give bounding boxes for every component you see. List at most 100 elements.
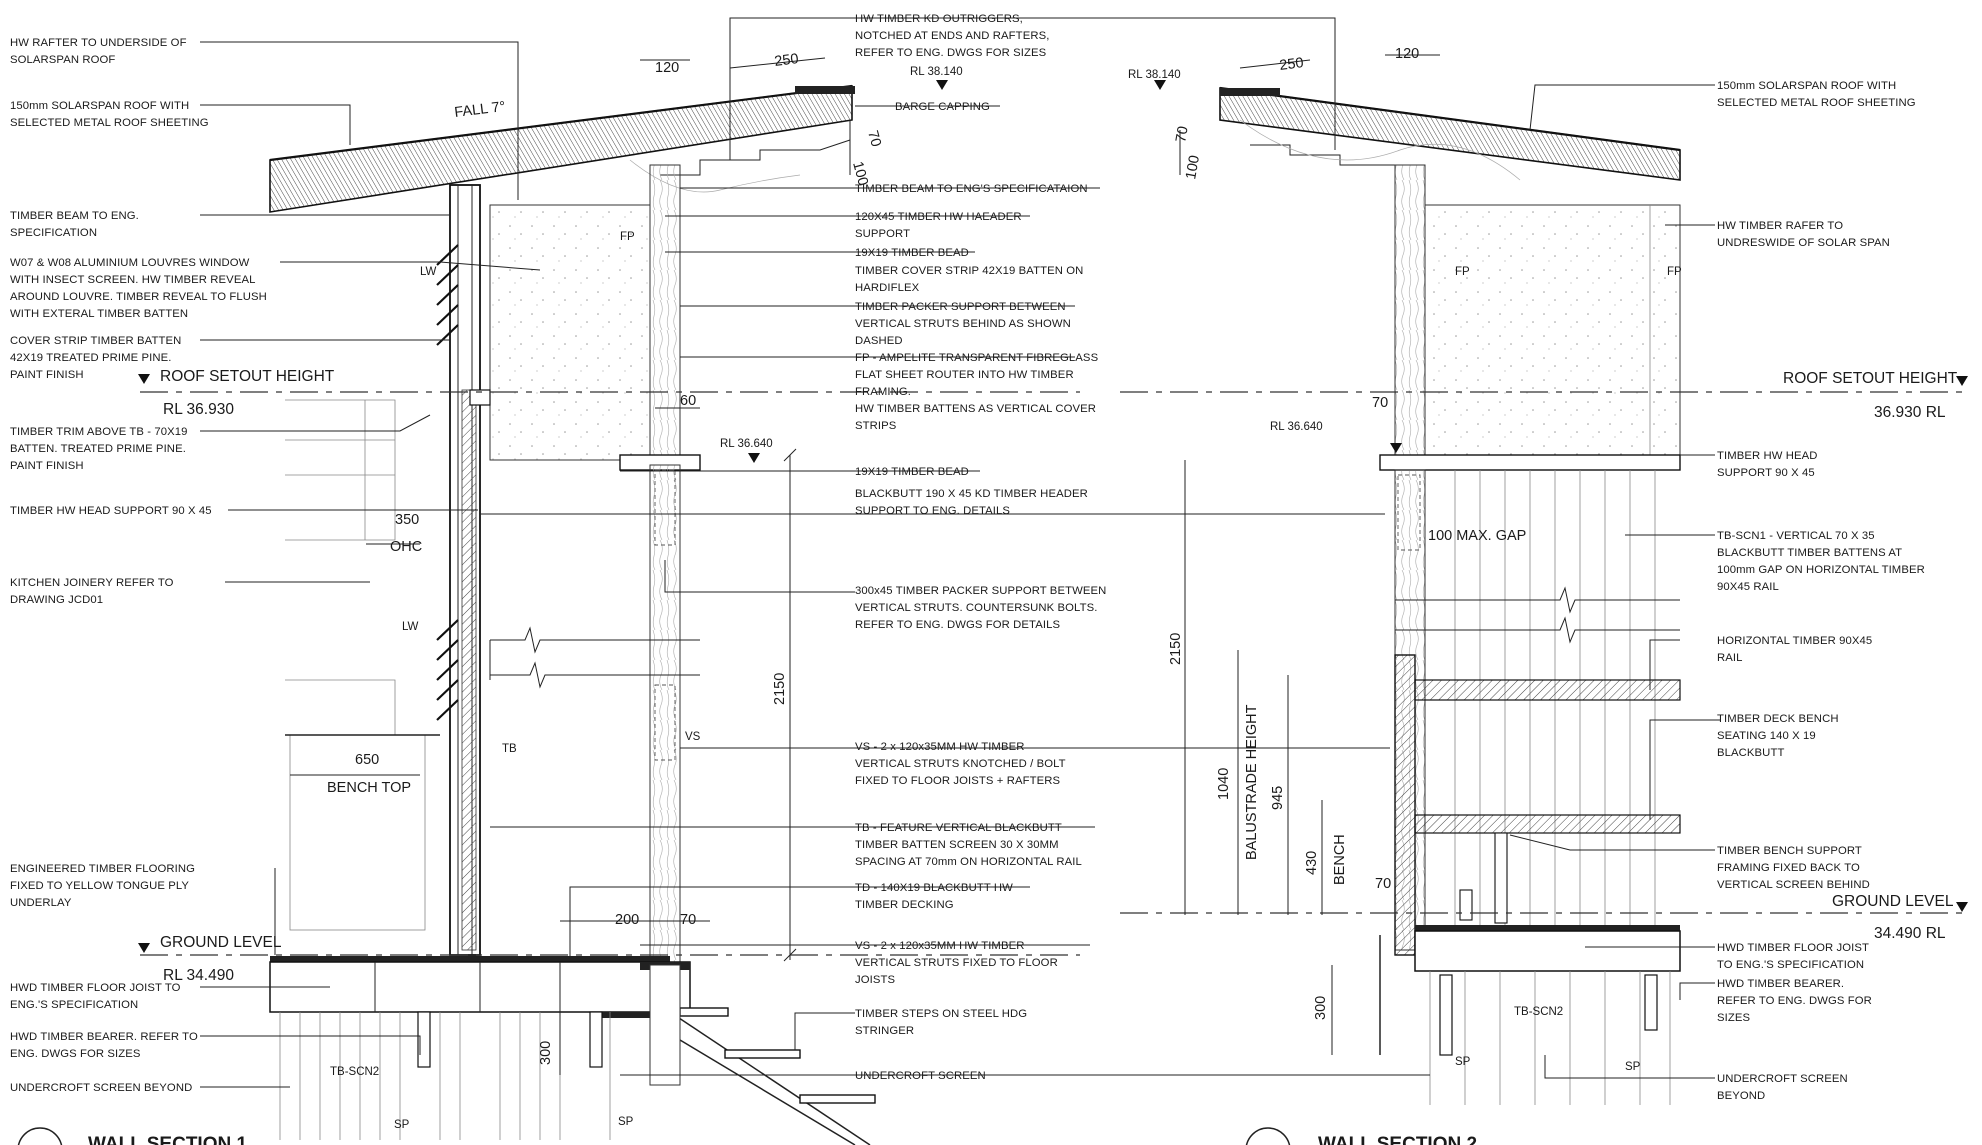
ground-level-label-1: GROUND LEVEL (160, 934, 282, 951)
note-line: WITH INSECT SCREEN. HW TIMBER REVEAL (10, 274, 255, 286)
note-line: 150mm SOLARSPAN ROOF WITH (1717, 80, 1896, 92)
note-line: HWD TIMBER BEARER. (1717, 978, 1844, 990)
tag-tbscn2-2: TB-SCN2 (1514, 1006, 1563, 1018)
note-line: REFER TO ENG. DWGS FOR DETAILS (855, 619, 1060, 631)
barge-capping-1 (795, 86, 855, 94)
note-line: TIMBER PACKER SUPPORT BETWEEN (855, 301, 1066, 313)
note-line: PAINT FINISH (10, 460, 84, 472)
note-line: COVER STRIP TIMBER BATTEN (10, 335, 181, 347)
section-2-title: WALL SECTION 2 (1318, 1134, 1477, 1145)
roof-setout-label-1: ROOF SETOUT HEIGHT (160, 368, 335, 385)
note-line: HWD TIMBER FLOOR JOIST TO (10, 982, 181, 994)
note-line: TIMBER COVER STRIP 42X19 BATTEN ON (855, 265, 1083, 277)
section-2-geometry (1120, 54, 1970, 1105)
balustrade-height-label: BALUSTRADE HEIGHT (1244, 704, 1260, 860)
tag-vs: VS (685, 731, 701, 743)
dim-650: 650 (355, 752, 379, 768)
dim-70-right: 70 (1173, 125, 1192, 144)
note-line: VERTICAL SCREEN BEHIND (1717, 879, 1870, 891)
note-line: 100mm GAP ON HORIZONTAL TIMBER (1717, 564, 1925, 576)
horizontal-rail (1414, 679, 1681, 701)
dim-120-right: 120 (1395, 46, 1419, 62)
dim-430: 430 (1304, 851, 1320, 875)
note-line: TIMBER HW HEAD SUPPORT 90 X 45 (10, 505, 212, 517)
note-line: AROUND LOUVRE. TIMBER REVEAL TO FLUSH (10, 291, 267, 303)
rl-ridge-label-2: RL 38.140 (1128, 69, 1181, 81)
dim-70-bench: 70 (1375, 876, 1391, 892)
note-line: TIMBER TRIM ABOVE TB - 70X19 (10, 426, 188, 438)
fibreglass-panel-2 (1424, 204, 1681, 461)
tag-sp-2: SP (618, 1116, 634, 1128)
dim-300-left: 300 (538, 1041, 554, 1065)
ground-rl-label-2: 34.490 RL (1874, 925, 1946, 942)
note-line: RAIL (1717, 652, 1743, 664)
note-line: SPECIFICATION (10, 227, 97, 239)
note-line: TIMBER BATTEN SCREEN 30 X 30MM (855, 839, 1059, 851)
rl-head-label-2: RL 36.640 (1270, 421, 1323, 433)
center-note-3: TIMBER BEAM TO ENG'S SPECIFICATAION (855, 183, 1088, 195)
note-line: ENG. DWGS FOR SIZES (10, 1048, 141, 1060)
note-line: TD - 140X19 BLACKBUTT HW (855, 882, 1013, 894)
note-line: BLACKBUTT TIMBER BATTENS AT (1717, 547, 1902, 559)
center-note-2: BARGE CAPPING (895, 101, 990, 113)
note-line: UNDERCROFT SCREEN (1717, 1073, 1848, 1085)
right-note-9: HWD TIMBER BEARER. REFER TO ENG. DWGS FOR… (1717, 978, 1872, 1024)
dimension-labels: 120 250 70 100 60 350 OHC 650 BENCH TOP … (327, 46, 1526, 1065)
roof-rl-label-2: 36.930 RL (1874, 404, 1946, 421)
note-line: SPACING AT 70mm ON HORIZONTAL RAIL (855, 856, 1082, 868)
center-annotations: HW TIMBER KD OUTRIGGERS,NOTCHED AT ENDS … (855, 13, 1106, 1082)
level-labels: ROOF SETOUT HEIGHT RL 36.930 ROOF SETOUT… (160, 66, 1958, 984)
tag-tb: TB (502, 743, 517, 755)
leader-lines (200, 17, 1720, 1088)
ohc-label: OHC (390, 539, 422, 555)
note-line: FLAT SHEET ROUTER INTO HW TIMBER (855, 369, 1074, 381)
note-line: SEATING 140 X 19 (1717, 730, 1816, 742)
note-line: 120X45 TIMBER HW HAEADER (855, 211, 1022, 223)
dim-1040: 1040 (1216, 768, 1232, 800)
dim-250-left: 250 (774, 51, 800, 70)
note-line: TIMBER DECK BENCH (1717, 713, 1839, 725)
note-line: PAINT FINISH (10, 369, 84, 381)
gap-label: 100 MAX. GAP (1428, 528, 1526, 544)
note-line: SUPPORT 90 X 45 (1717, 467, 1815, 479)
section-titles: WALL SECTION 1 WALL SECTION 2 (17, 1127, 1477, 1145)
center-note-1: HW TIMBER KD OUTRIGGERS,NOTCHED AT ENDS … (855, 13, 1049, 59)
note-line: UNDERLAY (10, 897, 72, 909)
tag-lw-1: LW (420, 266, 437, 278)
note-line: REFER TO ENG. DWGS FOR SIZES (855, 47, 1047, 59)
note-line: SOLARSPAN ROOF (10, 54, 115, 66)
note-line: BARGE CAPPING (895, 101, 990, 113)
left-note-12: UNDERCROFT SCREEN BEYOND (10, 1082, 192, 1094)
note-line: VS - 2 x 120x35MM HW TIMBER (855, 940, 1024, 952)
center-note-5: 19X19 TIMBER BEAD (855, 247, 969, 259)
tag-fp-2: FP (1455, 266, 1470, 278)
left-note-3: TIMBER BEAM TO ENG.SPECIFICATION (10, 210, 139, 239)
note-line: REFER TO ENG. DWGS FOR (1717, 995, 1872, 1007)
tag-tbscn2-1: TB-SCN2 (330, 1066, 379, 1078)
fibreglass-panel-1 (489, 204, 651, 461)
note-line: FRAMING. (855, 386, 911, 398)
center-note-9: 19X19 TIMBER BEAD (855, 466, 969, 478)
dim-70-head-right: 70 (1372, 395, 1388, 411)
note-line: TIMBER STEPS ON STEEL HDG (855, 1008, 1027, 1020)
dim-250-right: 250 (1279, 55, 1305, 74)
dim-100-right: 100 (1183, 154, 1203, 181)
note-line: FRAMING FIXED BACK TO (1717, 862, 1860, 874)
note-line: 42X19 TREATED PRIME PINE. (10, 352, 172, 364)
